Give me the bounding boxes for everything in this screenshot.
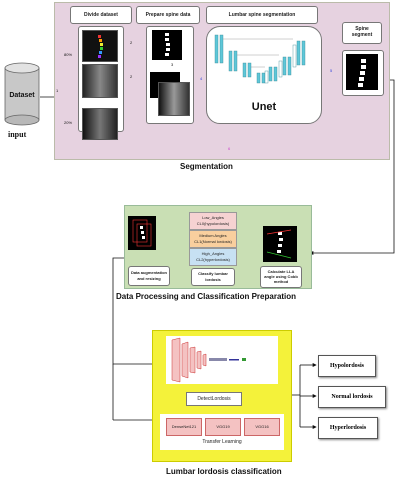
cnn-model-box	[166, 336, 278, 384]
high-angles-box: High_Angles CL2(hyperlordosis)	[189, 248, 237, 266]
classify-caption: Classify lumbar lordosis	[198, 271, 228, 282]
spine-mask-image	[346, 54, 378, 90]
segmentation-title: Segmentation	[180, 162, 233, 171]
output-hypolordosis: Hypolordosis	[318, 355, 376, 377]
classification-title: Lumbar lordosis classification	[166, 467, 282, 476]
processing-title: Data Processing and Classification Prepa…	[116, 292, 297, 301]
step-2-label: 2	[130, 40, 133, 45]
dataset-label: Dataset	[9, 92, 35, 99]
detect-lordosis-label: DetectLordosis	[197, 396, 231, 402]
low-angles-label: Low_Angles CL0(hypolordosis)	[196, 215, 230, 226]
cylinder-icon	[4, 62, 40, 126]
output-hyperlordosis: Hyperlordosis	[318, 417, 378, 439]
xray-thumbnail	[82, 30, 118, 62]
calc-caption: Calculate LLA angle using Cobb method	[264, 269, 298, 284]
spine-mask-icon	[165, 33, 170, 56]
high-angles-label: High_Angles CL2(hyperlordosis)	[196, 251, 230, 262]
medium-angles-label: Medium Angles CL1(Normal lordosis)	[194, 233, 232, 244]
lumbar-title-box: Lumbar spine segmentation	[206, 6, 318, 24]
spine-mask-image	[152, 30, 182, 60]
prepare-title: Prepare spine data	[145, 12, 191, 18]
cobb-angle-image	[263, 226, 297, 262]
transfer-learning-label: Transfer Learning	[202, 439, 242, 445]
augmented-spine-icon	[128, 216, 156, 250]
step-1-label: 1	[56, 88, 59, 93]
step-6-label: 6	[228, 146, 231, 151]
xray-thumbnail	[158, 82, 190, 116]
low-angles-box: Low_Angles CL0(hypolordosis)	[189, 212, 237, 230]
cobb-angle-icon	[263, 226, 297, 262]
output-normal-lordosis: Normal lordosis	[318, 386, 386, 408]
cnn-architecture-icon	[171, 337, 246, 383]
step-4-label: 4	[200, 76, 203, 81]
aug-caption: Data augmentation and resizing	[130, 270, 167, 281]
split-80-label: 80%	[64, 52, 73, 57]
dataset-cylinder: Dataset	[4, 62, 40, 126]
medium-angles-box: Medium Angles CL1(Normal lordosis)	[189, 230, 237, 248]
model-vgg19-label: VGG19	[216, 424, 230, 429]
step-2-label: 2	[130, 74, 133, 79]
unet-box: Unet	[206, 26, 322, 124]
spine-mask-icon	[358, 59, 366, 87]
input-caption: input	[8, 130, 27, 139]
unet-label: Unet	[251, 101, 277, 113]
model-densenet-label: DenseNet121	[171, 424, 197, 429]
spine-segment-title: Spine segment	[351, 26, 373, 38]
step-3-label: 3	[171, 62, 174, 67]
model-vgg16-label: VGG16	[255, 424, 269, 429]
unet-architecture-icon	[214, 34, 306, 84]
augmented-images	[128, 216, 156, 250]
calc-caption-box: Calculate LLA angle using Cobb method	[260, 266, 302, 288]
model-vgg19-box: VGG19	[205, 418, 241, 436]
classify-caption-box: Classify lumbar lordosis	[191, 268, 235, 286]
spine-segment-title-box: Spine segment	[342, 22, 382, 44]
divide-title-box: Divide dataset	[70, 6, 132, 24]
lumbar-title: Lumbar spine segmentation	[228, 12, 296, 18]
prepare-title-box: Prepare spine data	[136, 6, 200, 24]
model-vgg16-box: VGG16	[244, 418, 280, 436]
spine-mask-icon	[98, 35, 103, 58]
divide-title: Divide dataset	[84, 12, 118, 18]
model-densenet-box: DenseNet121	[166, 418, 202, 436]
step-5-label: 5	[330, 68, 333, 73]
detect-lordosis-box: DetectLordosis	[186, 392, 242, 406]
aug-caption-box: Data augmentation and resizing	[128, 266, 170, 286]
xray-thumbnail	[82, 64, 118, 98]
split-20-label: 20%	[64, 120, 73, 125]
xray-thumbnail	[82, 108, 118, 140]
